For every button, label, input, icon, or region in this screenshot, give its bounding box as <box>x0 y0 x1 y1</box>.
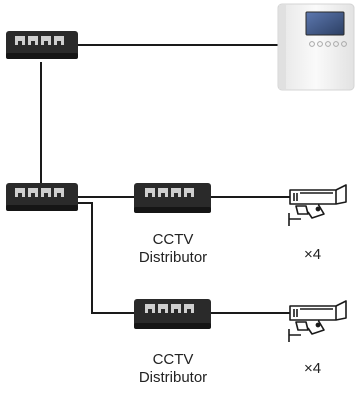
network-switch-icon <box>6 183 78 211</box>
cable-lines <box>40 44 290 314</box>
network-switch-icon <box>6 31 78 59</box>
cctv-distributor-icon <box>134 299 211 329</box>
distributor-label-line1: CCTV <box>152 351 194 368</box>
cctv-camera-icon <box>288 184 347 226</box>
distributor-label: CCTV Distributor <box>118 231 228 267</box>
distributor-label-line2: Distributor <box>138 369 208 386</box>
video-intercom-monitor-icon <box>277 3 355 91</box>
cable-switch2-to-distributor2 <box>78 202 134 314</box>
cctv-distributor-icon <box>134 183 211 213</box>
distributor-label-line1: CCTV <box>152 231 194 248</box>
distributor-label-line2: Distributor <box>138 249 208 266</box>
distributor-label: CCTV Distributor <box>118 351 228 387</box>
cctv-camera-icon <box>288 300 347 342</box>
camera-count-label: ×4 <box>304 246 322 263</box>
camera-count-label: ×4 <box>304 360 322 377</box>
